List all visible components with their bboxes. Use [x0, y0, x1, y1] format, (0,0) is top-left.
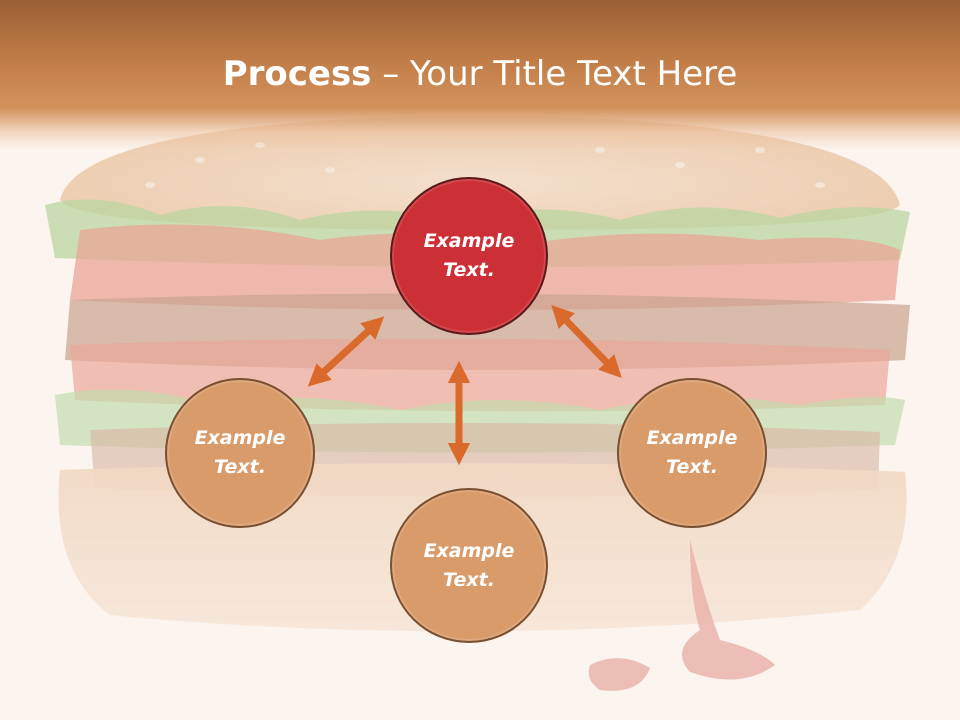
- process-node-right[interactable]: Example Text.: [617, 378, 767, 528]
- node-bottom-label: Example Text.: [423, 539, 515, 591]
- process-node-left[interactable]: Example Text.: [165, 378, 315, 528]
- node-top-label: Example Text.: [423, 230, 515, 281]
- node-left-label: Example Text.: [194, 427, 286, 478]
- title-bold-part: Process: [222, 54, 372, 94]
- title-rest-part: – Your Title Text Here: [371, 54, 738, 94]
- title-bar: [0, 0, 960, 150]
- node-right-label: Example Text.: [646, 427, 738, 478]
- process-node-top[interactable]: Example Text.: [390, 177, 548, 335]
- slide-title: Process – Your Title Text Here: [0, 52, 960, 96]
- arrow-top-left: [307, 316, 385, 387]
- process-node-bottom[interactable]: Example Text.: [390, 488, 548, 643]
- arrow-top-right: [551, 304, 622, 379]
